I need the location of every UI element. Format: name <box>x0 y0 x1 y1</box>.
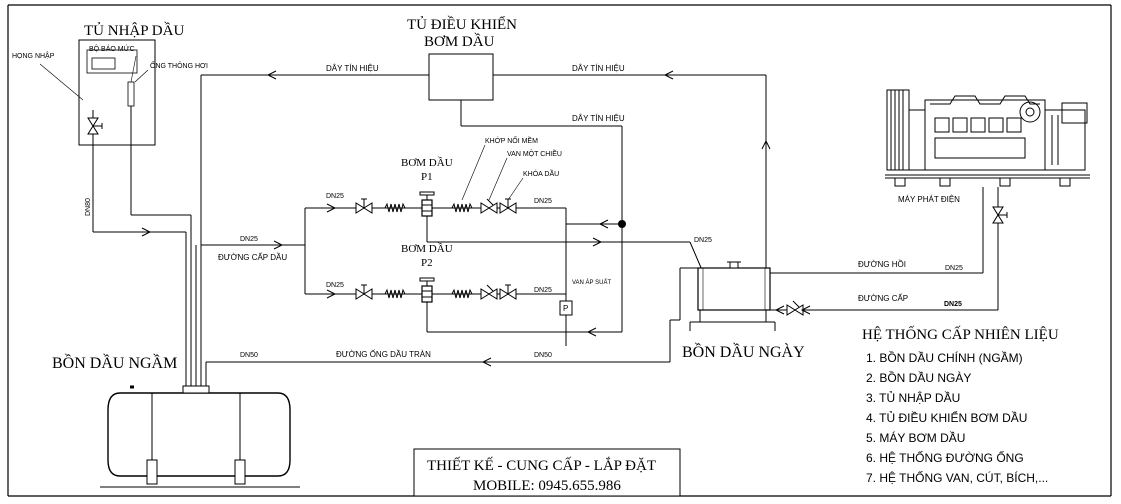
pump-p1-id: P1 <box>421 171 433 183</box>
dn50-label-2: DN50 <box>534 352 552 359</box>
legend: HỆ THỐNG CẤP NHIÊN LIỆU 1. BỒN DẦU CHÍNH… <box>862 325 1059 485</box>
pump-p1-line <box>304 191 703 346</box>
intake-nozzle-label: HỌNG NHẬP <box>12 51 55 60</box>
overflow-line-label: ĐƯỜNG ỐNG DẦU TRÀN <box>336 349 431 359</box>
legend-item-5: 5. MÁY BƠM DẦU <box>866 430 965 445</box>
pump-p1-label: BƠM DẦU <box>401 156 453 169</box>
dn50-label-1: DN50 <box>240 352 258 359</box>
dn25-label-p2-out: DN25 <box>534 287 552 294</box>
legend-item-7: 7. HỆ THỐNG VAN, CÚT, BÍCH,... <box>866 470 1048 485</box>
legend-item-2: 2. BỒN DẦU NGÀY <box>866 370 971 385</box>
day-tank <box>689 261 776 331</box>
legend-item-3: 3. TỦ NHẬP DẦU <box>866 390 960 405</box>
signal-wire-label-1: DÂY TÍN HIỆU <box>326 64 379 73</box>
signal-wire-label-3: DÂY TÍN HIỆU <box>572 114 625 123</box>
legend-item-4: 4. TỦ ĐIỀU KHIỂN BƠM DẦU <box>866 410 1027 425</box>
legend-title: HỆ THỐNG CẤP NHIÊN LIỆU <box>862 325 1059 343</box>
dn25-label-header: DN25 <box>240 236 258 243</box>
return-line-label: ĐƯỜNG HỒI <box>858 259 906 269</box>
legend-item-6: 6. HỆ THỐNG ĐƯỜNG ỐNG <box>866 450 1024 465</box>
pressure-valve-symbol: P <box>563 304 568 313</box>
pump-p2-id: P2 <box>421 257 433 269</box>
supply-line-label: ĐƯỜNG CẤP DẦU <box>218 252 287 262</box>
underground-tank <box>100 385 300 488</box>
level-sensor-label: BỘ BÁO MỨC <box>89 44 135 53</box>
dn25-label-return: DN25 <box>945 265 963 272</box>
callout-lines <box>461 144 524 201</box>
generator-drawing <box>885 89 1090 187</box>
check-valve-label: VAN MỘT CHIỀU <box>507 148 562 158</box>
overflow-line <box>205 267 698 386</box>
underground-tank-title: BỒN DẦU NGẦM <box>52 353 177 372</box>
pump-p2-label: BƠM DẦU <box>401 242 453 255</box>
day-tank-title: BỒN DẦU NGÀY <box>682 342 805 361</box>
fuel-intake-cabinet <box>39 39 156 232</box>
dn25-label-p1-out: DN25 <box>534 198 552 205</box>
flex-joint-label: KHỚP NỐI MỀM <box>485 135 538 145</box>
generator-label: MÁY PHÁT ĐIỆN <box>898 195 960 204</box>
dn80-label: DN80 <box>85 198 92 216</box>
supply-pipe-label: ĐƯỜNG CẤP <box>858 293 908 303</box>
supply-header <box>201 240 305 250</box>
pressure-valve-label: VAN ÁP SUẤT <box>572 279 611 286</box>
legend-item-1: 1. BỒN DẦU CHÍNH (NGẦM) <box>866 350 1023 365</box>
pump-control-cabinet <box>428 53 494 101</box>
control-cabinet-title-2: BƠM DẦU <box>424 33 495 50</box>
pump-p2-line <box>305 277 622 337</box>
fuel-intake-cabinet-title: TỦ NHẬP DẦU <box>84 22 184 39</box>
footer-box: THIẾT KẾ - CUNG CẤP - LẮP ĐẶT MOBILE: 09… <box>413 448 681 497</box>
intake-pipes <box>93 75 202 386</box>
oil-lock-label: KHÓA DẦU <box>523 168 559 178</box>
dn25-label-supply: DN25 <box>944 301 962 308</box>
vent-pipe-label: ỐNG THÔNG HƠI <box>150 60 208 70</box>
control-cabinet-title-1: TỦ ĐIỀU KHIỂN <box>407 15 517 33</box>
dn25-label-p1-in: DN25 <box>326 193 344 200</box>
dn25-label-p2-in: DN25 <box>326 282 344 289</box>
generator-return-supply <box>770 187 1008 316</box>
signal-wires <box>201 70 771 268</box>
dn25-label-day-tank: DN25 <box>694 237 712 244</box>
signal-wire-label-2: DÂY TÍN HIỆU <box>572 64 625 73</box>
footer-line-1: THIẾT KẾ - CUNG CẤP - LẮP ĐẶT <box>427 457 656 474</box>
footer-line-2: MOBILE: 0945.655.986 <box>473 478 621 494</box>
